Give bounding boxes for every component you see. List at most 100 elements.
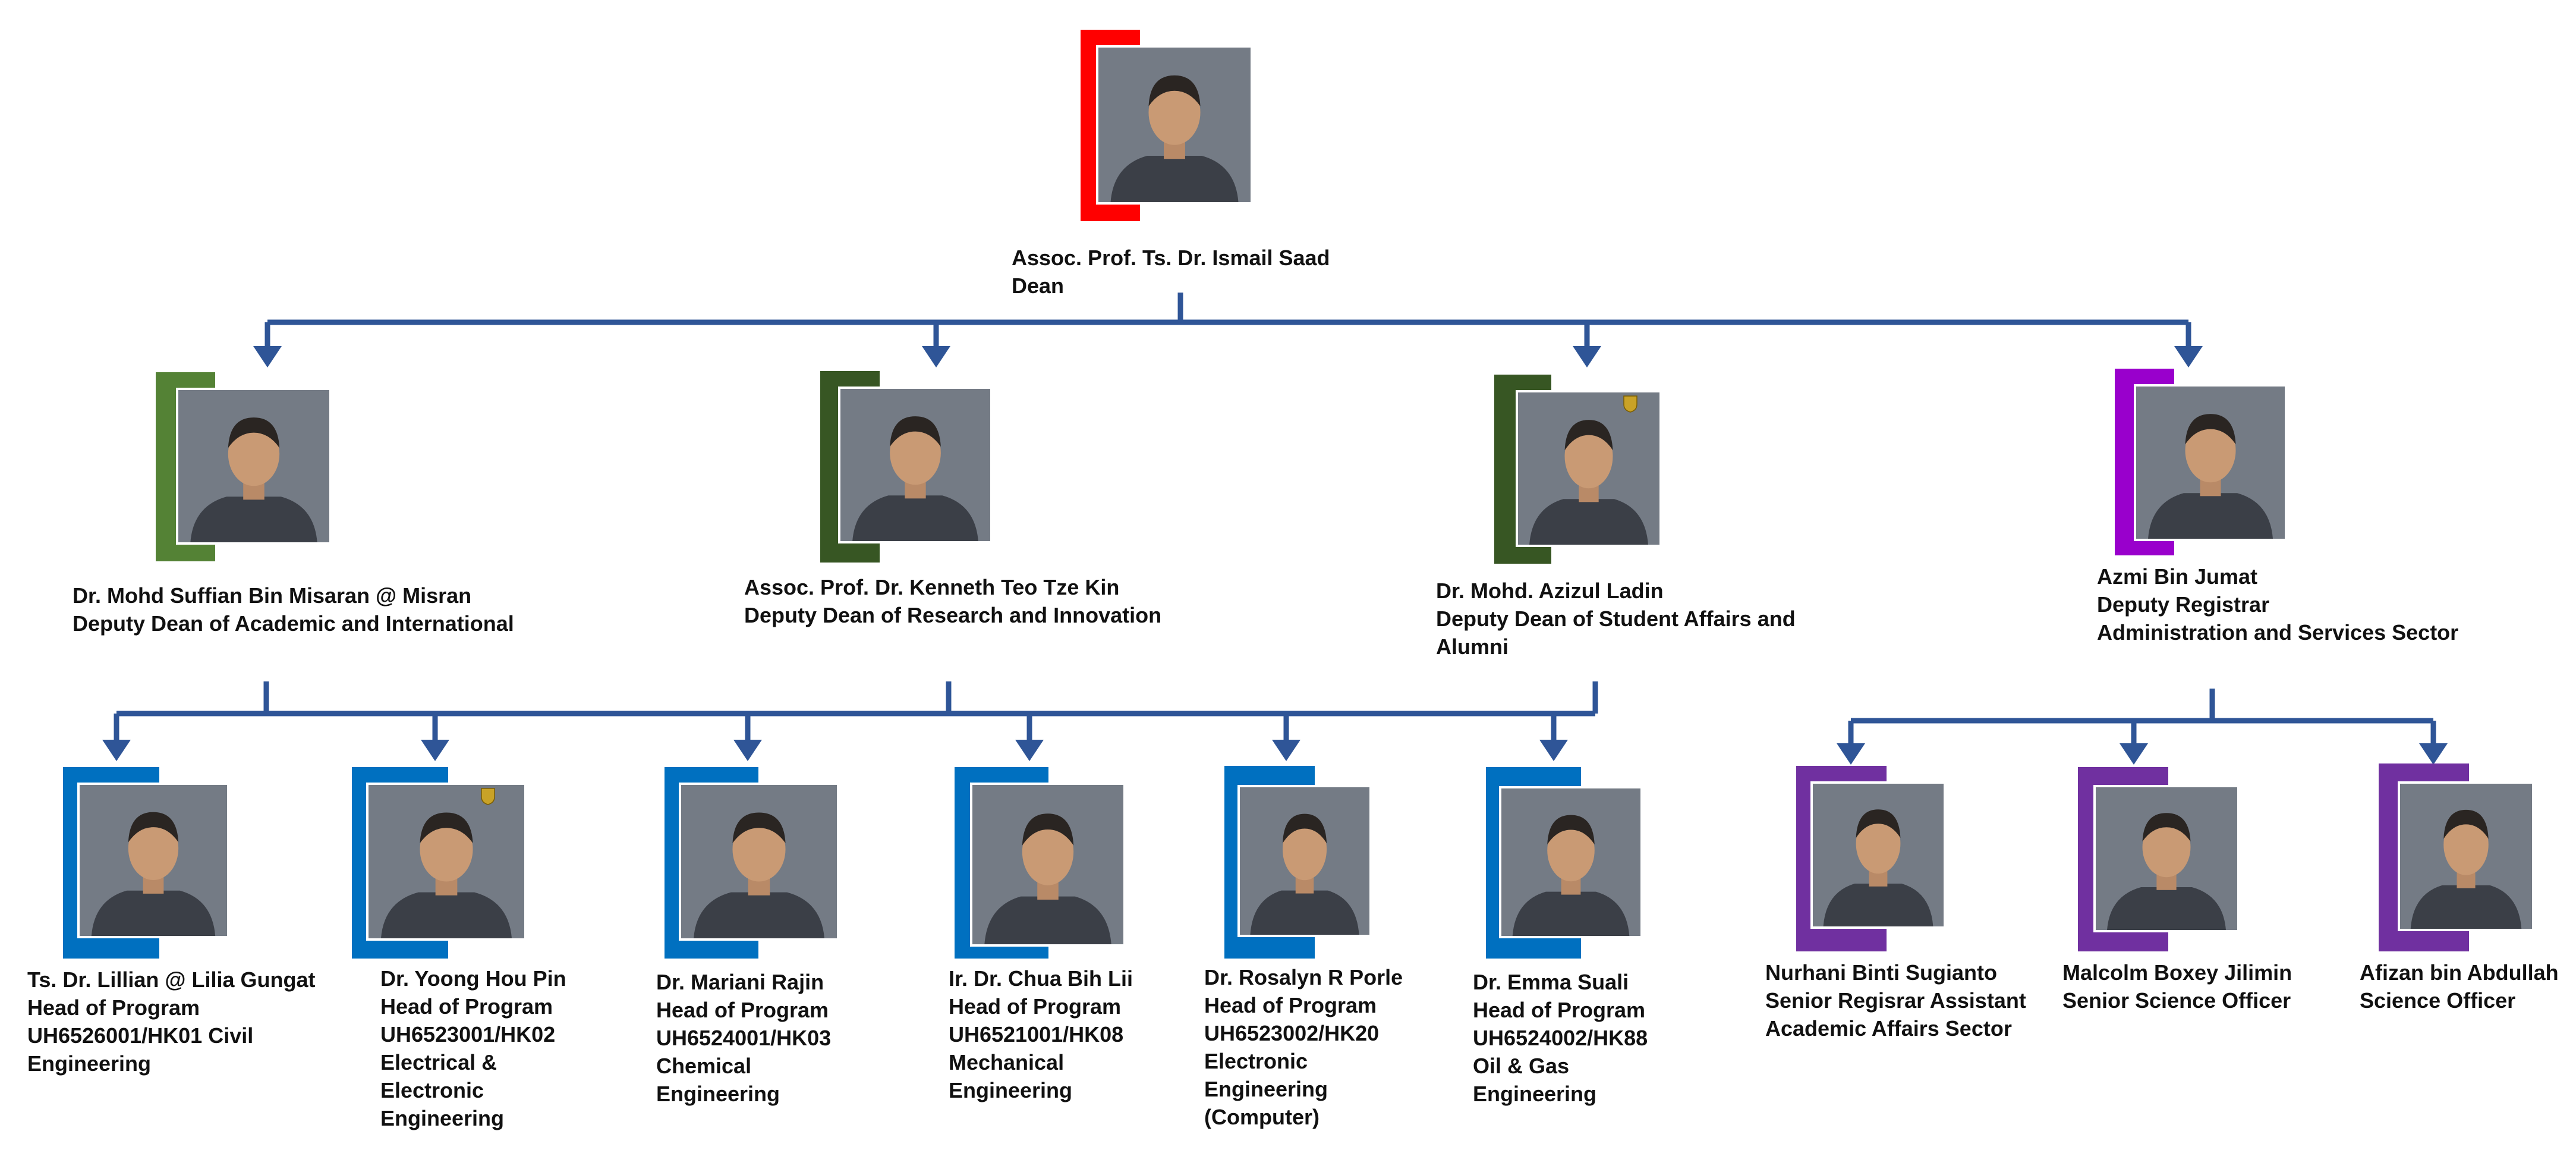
program-photo (1499, 786, 1643, 938)
university-emblem-icon (480, 787, 496, 805)
deputy-name: Assoc. Prof. Dr. Kenneth Teo Tze Kin (744, 575, 1120, 599)
arrowhead-icon (253, 346, 282, 367)
arrowhead-icon (1837, 743, 1865, 765)
program-field-cont: Engineering (1473, 1082, 1597, 1106)
arrowhead-icon (2419, 743, 2448, 765)
portrait-icon (972, 785, 1123, 944)
deputy-name: Dr. Mohd. Azizul Ladin (1436, 579, 1664, 603)
deputy-caption: Dr. Mohd Suffian Bin Misaran @ Misran De… (73, 582, 514, 637)
deputy-title: Deputy Registrar (2097, 592, 2270, 617)
deputy-photo (838, 387, 993, 543)
program-field-cont: Engineering (380, 1106, 505, 1130)
program-field-cont: Electronic (380, 1078, 484, 1102)
portrait-icon (840, 389, 990, 541)
portrait-icon (1240, 787, 1369, 935)
program-role: Head of Program (949, 994, 1122, 1019)
program-code: UH6523002/HK20 (1204, 1021, 1380, 1045)
arrowhead-icon (1015, 740, 1044, 761)
program-field-cont: (Computer) (1204, 1105, 1320, 1129)
program-photo (970, 783, 1126, 947)
program-field: Oil & Gas (1473, 1054, 1570, 1078)
program-field: Chemical (656, 1054, 752, 1078)
program-code: UH6524002/HK88 (1473, 1026, 1648, 1050)
program-name: Dr. Emma Suali (1473, 970, 1629, 994)
deputy-title: Deputy Dean of Academic and Internationa… (73, 611, 514, 636)
staff-name: Malcolm Boxey Jilimin (2062, 960, 2292, 985)
program-code: UH6524001/HK03 (656, 1026, 832, 1050)
arrowhead-icon (2120, 743, 2148, 765)
staff-name: Afizan bin Abdullah (2360, 960, 2559, 985)
program-role: Head of Program (1204, 993, 1377, 1017)
arrowhead-icon (421, 740, 449, 761)
staff-title: Senior Science Officer (2062, 988, 2291, 1013)
portrait-icon (1501, 788, 1640, 936)
program-role: Head of Program (27, 995, 200, 1020)
program-name: Ts. Dr. Lillian @ Lilia Gungat (27, 967, 316, 992)
portrait-icon (1098, 48, 1251, 202)
program-field: Electrical & (380, 1050, 497, 1074)
program-photo (679, 783, 839, 941)
staff-caption: Afizan bin Abdullah Science Officer (2360, 959, 2559, 1014)
staff-photo (2093, 785, 2240, 932)
program-code: UH6526001/HK01 Civil (27, 1023, 254, 1048)
program-name: Dr. Mariani Rajin (656, 970, 824, 994)
program-name: Dr. Yoong Hou Pin (380, 966, 566, 991)
staff-title: Science Officer (2360, 988, 2516, 1013)
arrowhead-icon (733, 740, 762, 761)
deputy-title: Deputy Dean of Research and Innovation (744, 603, 1162, 627)
portrait-icon (178, 390, 329, 542)
staff-photo (1810, 781, 1946, 929)
program-role: Head of Program (656, 998, 829, 1022)
portrait-icon (80, 785, 227, 936)
program-name: Ir. Dr. Chua Bih Lii (949, 966, 1133, 991)
program-photo (366, 783, 527, 941)
university-emblem-icon (1623, 395, 1638, 413)
program-field: Engineering (27, 1051, 152, 1076)
portrait-icon (369, 785, 524, 938)
staff-title: Senior Regisrar Assistant (1765, 988, 2026, 1013)
deputy-caption: Dr. Mohd. Azizul Ladin Deputy Dean of St… (1436, 577, 1796, 661)
dean-name: Assoc. Prof. Ts. Dr. Ismail Saad (1012, 246, 1330, 270)
program-name: Dr. Rosalyn R Porle (1204, 965, 1403, 989)
staff-caption: Nurhani Binti Sugianto Senior Regisrar A… (1765, 959, 2026, 1042)
arrowhead-icon (1539, 740, 1568, 761)
staff-caption: Malcolm Boxey Jilimin Senior Science Off… (2062, 959, 2292, 1014)
deputy-caption: Assoc. Prof. Dr. Kenneth Teo Tze Kin Dep… (744, 573, 1161, 629)
dean-caption: Assoc. Prof. Ts. Dr. Ismail Saad Dean (1012, 244, 1330, 300)
program-caption: Ir. Dr. Chua Bih Lii Head of Program UH6… (949, 964, 1133, 1104)
deputy-title-cont: Alumni (1436, 634, 1509, 659)
program-field: Electronic (1204, 1049, 1308, 1073)
staff-photo (2398, 781, 2534, 931)
deputy-caption: Azmi Bin Jumat Deputy Registrar Administ… (2097, 563, 2458, 646)
arrowhead-icon (102, 740, 131, 761)
arrowhead-icon (1573, 346, 1601, 367)
program-caption: Dr. Yoong Hou Pin Head of Program UH6523… (380, 964, 566, 1132)
deputy-photo (1516, 390, 1662, 547)
arrowhead-icon (1272, 740, 1300, 761)
portrait-icon (681, 785, 837, 938)
portrait-icon (2136, 387, 2285, 539)
program-field: Mechanical (949, 1050, 1065, 1074)
program-field-cont: Engineering (656, 1082, 780, 1106)
program-photo (77, 783, 229, 938)
portrait-icon (2400, 784, 2532, 929)
program-field-cont: Engineering (1204, 1077, 1328, 1101)
program-caption: Dr. Emma Suali Head of Program UH6524002… (1473, 968, 1648, 1108)
dean-photo (1096, 45, 1253, 205)
program-field-cont: Engineering (949, 1078, 1073, 1102)
deputy-name: Azmi Bin Jumat (2097, 564, 2258, 589)
program-caption: Dr. Mariani Rajin Head of Program UH6524… (656, 968, 831, 1108)
staff-sector: Academic Affairs Sector (1765, 1016, 2012, 1041)
arrowhead-icon (2174, 346, 2203, 367)
program-photo (1237, 785, 1372, 937)
portrait-icon (1518, 392, 1659, 545)
deputy-name: Dr. Mohd Suffian Bin Misaran @ Misran (73, 583, 472, 608)
portrait-icon (1813, 784, 1944, 926)
program-role: Head of Program (380, 994, 553, 1019)
program-code: UH6521001/HK08 (949, 1022, 1124, 1047)
arrowhead-icon (922, 346, 950, 367)
deputy-photo (2134, 384, 2287, 541)
portrait-icon (2096, 787, 2237, 930)
program-caption: Dr. Rosalyn R Porle Head of Program UH65… (1204, 963, 1403, 1131)
